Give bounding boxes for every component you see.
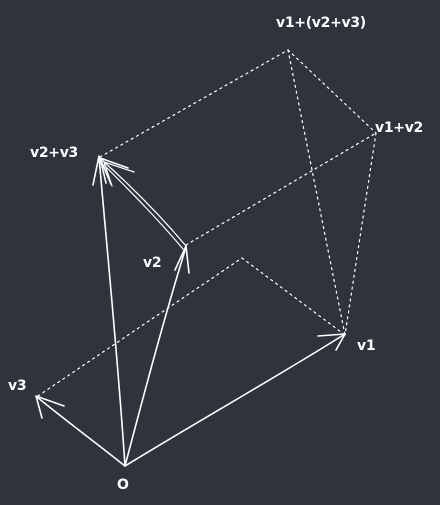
- label-v3: v3: [8, 378, 26, 394]
- guide-v2-to-v1plusv2: [185, 132, 377, 246]
- arrowhead-v3-translated: [99, 157, 129, 184]
- construction-lines: [37, 49, 377, 397]
- label-origin: O: [117, 477, 129, 493]
- arrowhead-v2-plus-v3: [92, 155, 112, 186]
- labels: O v1 v2 v3 v2+v3 v1+v2 v1+(v2+v3): [8, 15, 423, 493]
- guide-sum-to-v1plusv2: [287, 49, 377, 134]
- arrowhead-v3-translated-echo: [103, 161, 135, 187]
- vector-v3: [36, 396, 126, 467]
- vector-v2-plus-v3: [98, 156, 126, 467]
- arrowhead-v1: [317, 333, 346, 351]
- label-v2: v2: [143, 255, 161, 271]
- guide-corner-to-v1: [241, 257, 346, 336]
- vector-v3-translated-echo: [103, 164, 184, 250]
- vector-v3-translated: [101, 159, 187, 247]
- label-v1: v1: [357, 338, 375, 354]
- label-v1-plus-v2-plus-v3: v1+(v2+v3): [276, 15, 366, 31]
- label-v1-plus-v2: v1+v2: [375, 120, 423, 136]
- guide-v1plusv2-to-v1: [344, 132, 377, 336]
- vector-v2: [124, 246, 187, 467]
- guide-v2plusv3-to-sum: [99, 49, 289, 158]
- vector-v1: [124, 333, 346, 467]
- label-v2-plus-v3: v2+v3: [30, 145, 78, 161]
- arrowhead-v3: [35, 395, 65, 419]
- vectors: [35, 155, 346, 467]
- guide-sum-to-v1: [287, 49, 346, 336]
- guide-v3-to-v1: [37, 257, 243, 397]
